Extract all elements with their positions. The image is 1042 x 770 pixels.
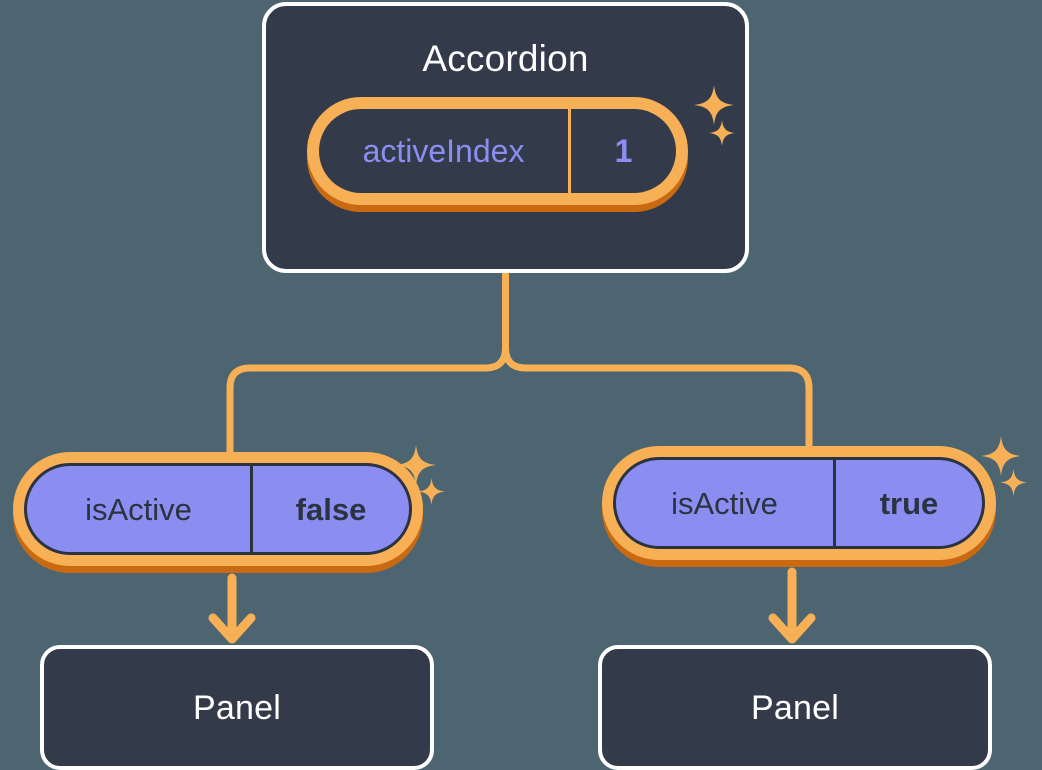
accordion-title: Accordion (422, 38, 589, 79)
state-pill-body: isActive false (24, 463, 412, 555)
state-value-label: false (295, 491, 367, 527)
sparkle-right-small-icon (1000, 469, 1027, 496)
state-key-label: isActive (27, 466, 253, 552)
panel-card-left[interactable]: Panel (40, 645, 434, 770)
state-pill-ring: activeIndex 1 (302, 92, 693, 210)
state-pill-active-index[interactable]: activeIndex 1 (302, 92, 693, 210)
state-key-label: isActive (616, 460, 836, 546)
state-pill-is-active-true[interactable]: isActive true (597, 441, 1001, 565)
connector-branch-right (502, 344, 813, 460)
state-pill-ring: isActive false (8, 447, 428, 571)
state-pill-body: activeIndex 1 (319, 109, 676, 193)
connector-branch-left (226, 344, 509, 466)
state-value-label: 1 (614, 133, 633, 169)
arrow-left-head (208, 613, 256, 644)
state-pill-body: isActive true (613, 457, 985, 549)
arrow-right-head (768, 613, 816, 644)
state-key-label: activeIndex (319, 109, 571, 193)
state-value-label: true (879, 485, 939, 521)
state-pill-ring: isActive true (597, 441, 1001, 565)
state-pill-is-active-false[interactable]: isActive false (8, 447, 428, 571)
panel-card-right[interactable]: Panel (598, 645, 992, 770)
panel-title: Panel (193, 688, 281, 727)
panel-title: Panel (751, 688, 839, 727)
